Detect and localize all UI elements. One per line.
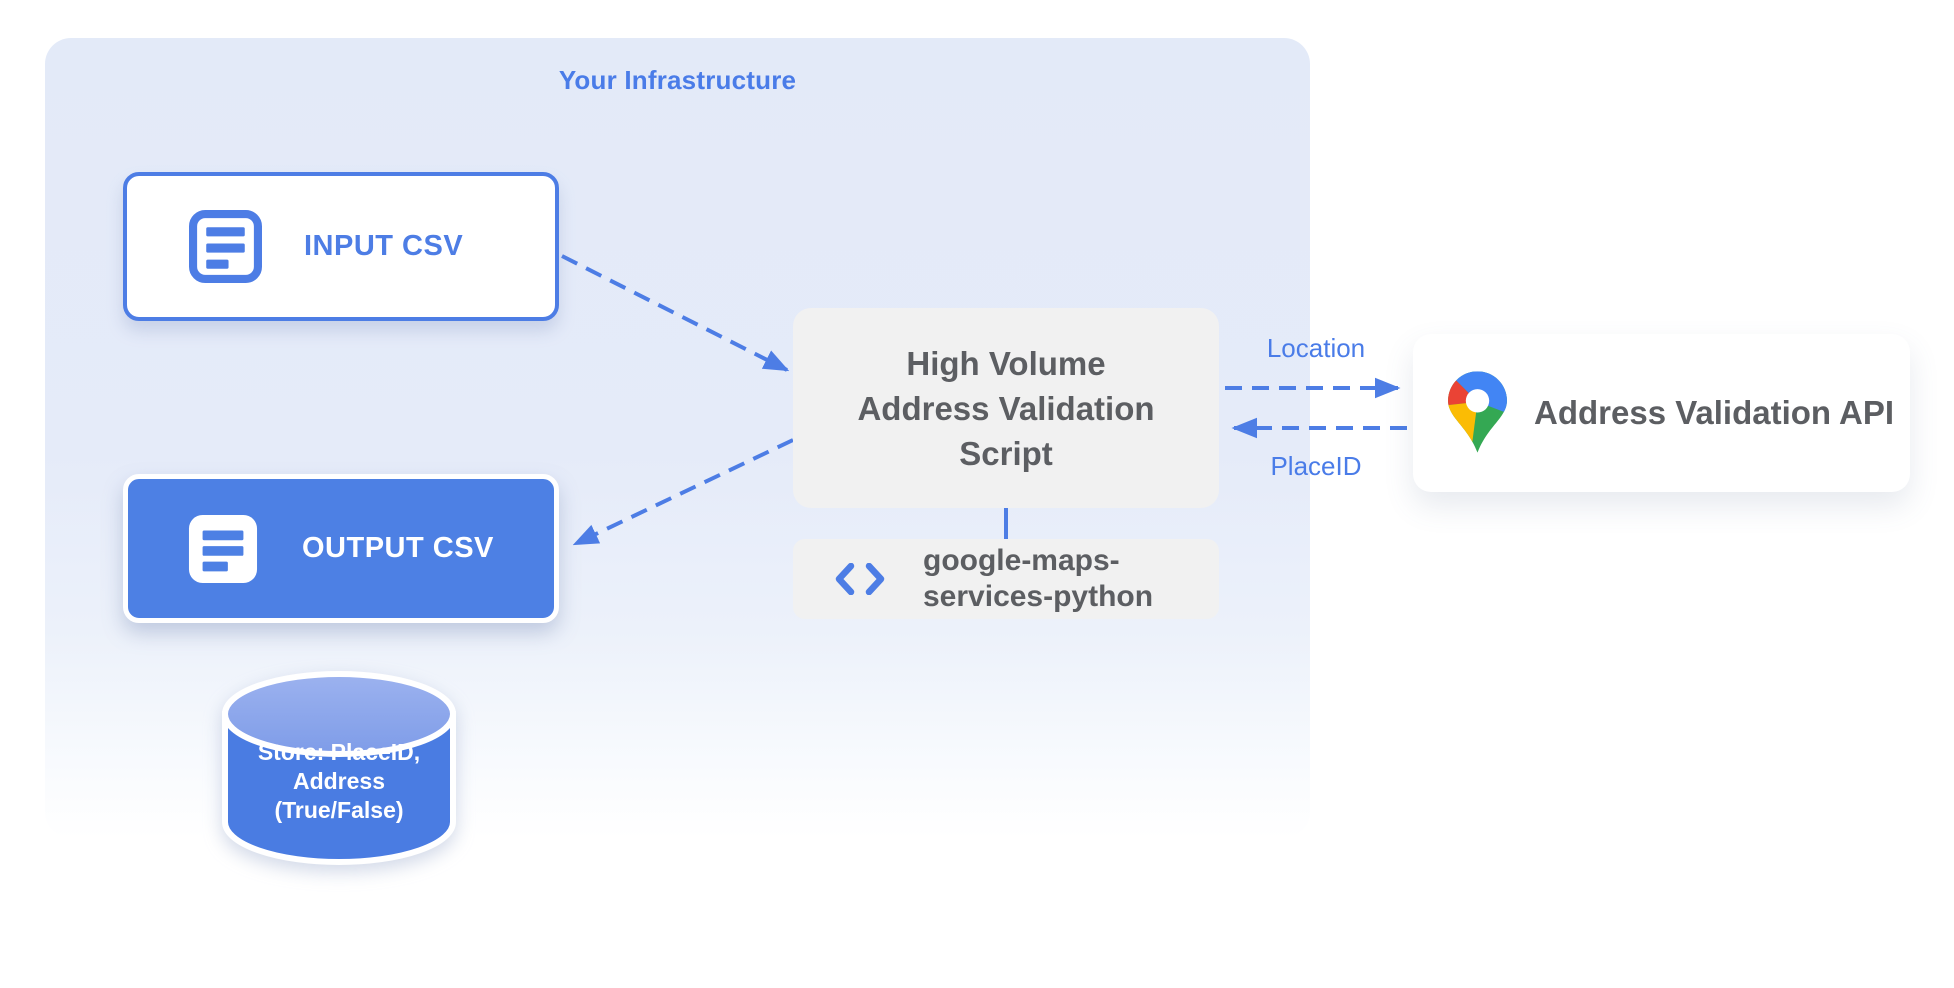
- panel-title: Your Infrastructure: [558, 65, 797, 95]
- script-node: High Volume Address Validation Script: [793, 308, 1219, 508]
- location-edge-label: Location: [1266, 333, 1366, 363]
- input-csv-node: INPUT CSV: [123, 172, 559, 321]
- input-csv-label: INPUT CSV: [304, 230, 464, 262]
- document-icon: [189, 210, 262, 283]
- output-csv-label: OUTPUT CSV: [302, 532, 494, 564]
- output-csv-node: OUTPUT CSV: [123, 474, 559, 623]
- script-label: High Volume Address Validation Script: [793, 341, 1219, 476]
- api-label: Address Validation API: [1534, 394, 1895, 431]
- library-label-line: services-python: [923, 580, 1154, 613]
- document-icon: [188, 514, 258, 583]
- script-label-line: Address Validation: [857, 389, 1155, 427]
- script-label-line: High Volume: [906, 344, 1106, 382]
- library-label: google-maps- services-python: [923, 543, 1153, 615]
- database-cylinder-icon: [222, 671, 456, 865]
- datastore-label-line: Store: PlaceID,: [257, 739, 421, 765]
- datastore-label-line: Address: [292, 768, 386, 794]
- google-maps-pin-icon: [1448, 371, 1507, 453]
- script-label-line: Script: [959, 434, 1053, 472]
- code-icon: [835, 563, 885, 595]
- datastore-label-line: (True/False): [274, 797, 404, 823]
- library-label-line: google-maps-: [923, 544, 1120, 577]
- datastore-cylinder: Store: PlaceID, Address (True/False): [219, 636, 459, 876]
- library-node: google-maps- services-python: [793, 539, 1219, 619]
- api-node: Address Validation API: [1413, 334, 1910, 492]
- placeid-edge-label: PlaceID: [1270, 451, 1362, 481]
- datastore-label: Store: PlaceID, Address (True/False): [219, 738, 459, 825]
